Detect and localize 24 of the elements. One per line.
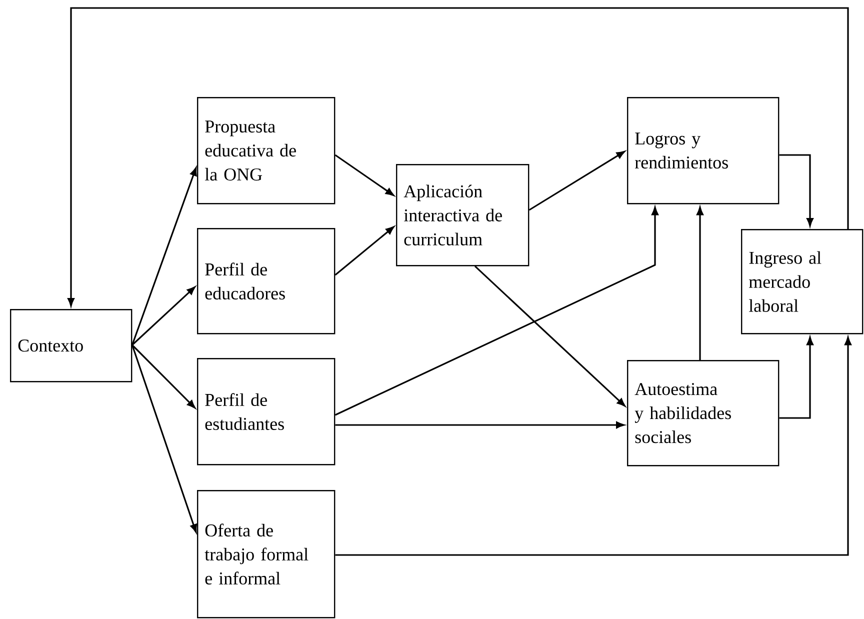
process-box: Aplicación interactiva de curriculum (396, 164, 530, 266)
process-box: Contexto (10, 309, 132, 382)
arrow (528, 150, 625, 211)
arrow (779, 154, 814, 226)
process-box: Perfil de estudiantes (197, 358, 336, 466)
process-box: Autoestima y habilidades sociales (627, 360, 780, 466)
arrow (335, 336, 852, 556)
arrow (132, 344, 196, 408)
arrow (334, 226, 394, 276)
arrow (779, 336, 814, 419)
process-box: Ingreso al mercado laboral (741, 229, 864, 334)
arrow (334, 206, 658, 416)
arrow (335, 422, 624, 428)
arrow (68, 7, 849, 306)
arrow (131, 344, 197, 533)
process-box: Perfil de educadores (197, 228, 336, 334)
arrow (474, 266, 626, 406)
arrow (696, 206, 704, 360)
process-box: Propuesta educativa de la ONG (197, 97, 336, 204)
arrow (334, 154, 394, 196)
arrow (132, 286, 196, 346)
arrow (131, 167, 197, 346)
process-box: Oferta de trabajo formal e informal (197, 490, 336, 618)
process-box: Logros y rendimientos (627, 97, 780, 204)
